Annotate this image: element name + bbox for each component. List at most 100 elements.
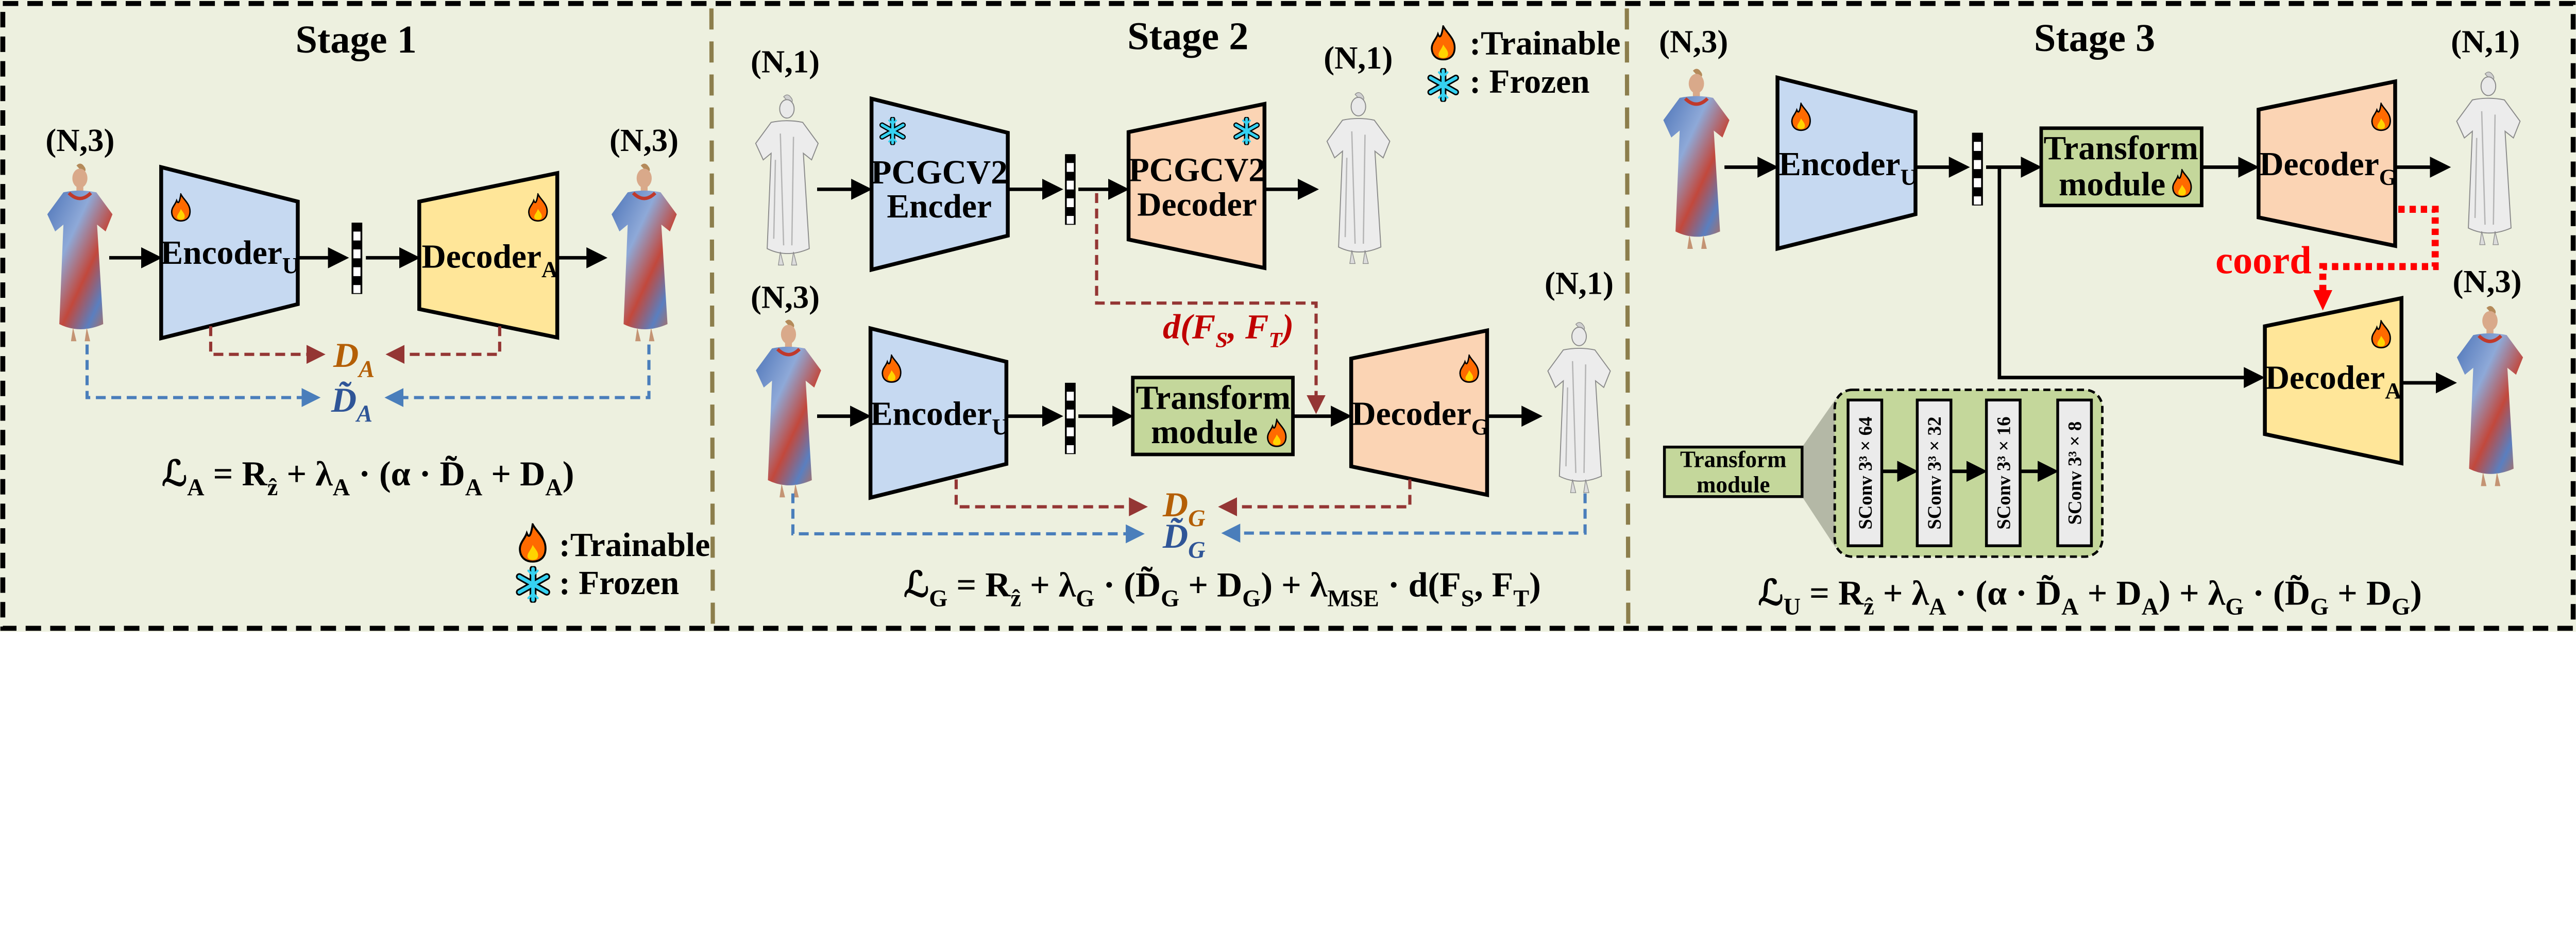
transform-module-small-box [1663,445,1804,498]
coord-dotted-arrow [2319,206,2439,292]
subscript: U [1784,594,1801,620]
stage-2-title: Stage 2 [1127,14,1248,58]
text-run: + D [1179,565,1242,604]
text-run: Decoder [421,238,541,275]
decoder-g-block [2257,79,2397,248]
legend-trainable-label: :Trainable [1469,25,1620,62]
decoder-g-label: DecoderG [1351,396,1489,440]
stage-3-loss-equation: ℒU = Rẑ + λA · (α · D̃A + DA) + λG · (D̃… [1758,574,2422,620]
legend-frozen-label: : Frozen [1469,63,1589,100]
training-pipeline-diagram: Stage 1 (N,3) EncoderU DecoderA (N,3) DA… [0,0,2576,632]
subscript: A [187,475,205,501]
feature-distance-label: d(FS, FT) [1163,307,1294,352]
stage-2-loss-equation: ℒG = Rẑ + λG · (D̃G + DG) + λMSE · d(FS,… [904,565,1541,612]
outer-dashed-border [0,1,2576,631]
sconv-layer-label: SConv 3³ × 8 [2064,422,2086,525]
subscript: G [2392,594,2410,620]
text-run: Decoder [2259,146,2379,183]
subscript: A [2061,594,2079,620]
pcgcv2-encoder-label-line1: PCGCV2 [871,154,1008,191]
encoder-u-label: EncoderU [1778,146,1917,190]
text-run: ) [563,454,574,493]
text-run: ) + λ [1261,565,1328,604]
encoder-u-block [159,164,300,341]
decoder-a-label: DecoderA [2265,359,2402,403]
text-run: Encoder [1778,146,1900,183]
subscript: U [282,252,299,278]
text-run: ℒ [162,454,187,493]
stage-3-panel: Stage 3 (N,3) EncoderU Transform module … [1659,16,2523,620]
subscript: G [2379,164,2397,190]
stage-2-panel: Stage 2 :Trainable : Frozen (N,1) PCGCV2… [751,14,1621,612]
pcgcv2-decoder-label-line2: Decoder [1137,186,1257,223]
pcgcv2-encoder-block [869,96,1010,273]
coord-label: coord [2215,238,2312,282]
input-shape-label: (N,3) [1659,24,1728,60]
loss-d-g-label: DG [1162,485,1206,532]
subscript: ẑ [1863,594,1874,620]
text-run: · (α · D̃ [350,454,465,493]
subscript: A [545,475,563,501]
pcgcv2-decoder-label-line1: PCGCV2 [1129,152,1265,189]
top-input-shape-label: (N,1) [751,43,820,79]
text-run: + D [2329,574,2392,613]
bottom-input-shape-label: (N,3) [751,279,820,315]
text-run: ℒ [1758,574,1784,613]
text-run: ) + λ [2159,574,2226,613]
text-run: , F [1475,565,1514,604]
text-run: = R [947,565,1011,604]
stage-divider-1-2 [709,8,715,624]
text-run: ) [2410,574,2422,613]
text-run: + λ [1874,574,1929,613]
zoom-connector [1802,399,1836,548]
text-run: · d(F [1379,565,1461,604]
decoder-a-block [2263,296,2403,466]
encoder-u-block [868,326,1009,500]
decoder-a-block [417,171,560,340]
encoder-u-label: EncoderU [161,234,299,278]
subscript: G [1161,585,1179,612]
canvas-background [0,0,2576,632]
loss-d-arrow-left [954,479,1148,516]
subscript: G [1076,585,1094,612]
sconv-layer-label: SConv 3³ × 16 [1993,417,2014,530]
text-run: = R [1801,574,1864,613]
subscript: G [1188,505,1205,532]
text-run: ℒ [904,565,929,604]
loss-d-tilde-arrow-left [85,344,321,407]
pcgcv2-decoder-block [1126,102,1267,271]
subscript: A [333,475,350,501]
subscript: A [541,257,558,282]
subscript: G [1188,537,1205,563]
decoder-g-label: DecoderG [2259,146,2397,190]
transform-module-label-line2: module [2059,166,2165,203]
text-run: d(F [1163,307,1215,346]
text-run: · (α · D̃ [1946,574,2062,613]
subscript: A [357,356,375,382]
sconv-layer-label: SConv 3³ × 64 [1855,417,1876,530]
stage-1-panel: Stage 1 (N,3) EncoderU DecoderA (N,3) DA… [45,18,710,602]
encoder-u-label: EncoderU [870,396,1008,440]
transform-module-label-line1: Transform [2043,130,2198,167]
stage-3-title: Stage 3 [2034,16,2155,60]
subscript: S [1215,328,1228,352]
latent-to-decoder-a-arrow [1997,167,2265,389]
decoder-g-block [1349,328,1489,497]
text-run: D [333,335,359,375]
text-run: + D [482,454,545,493]
loss-d-tilde-g-label: D̃G [1162,516,1206,563]
feature-distance-arrow [1095,193,1326,414]
loss-d-arrow-right [385,326,501,364]
transform-module-label-line1: Transform [1136,379,1291,416]
text-run: · (D̃ [1094,565,1161,604]
latent-code-bar [352,223,361,294]
transform-module-block [1131,376,1295,457]
subscript: U [1900,164,1917,190]
latent-code-bar [1973,133,1982,206]
text-run: , F [1227,307,1269,346]
subscript: A [355,401,372,427]
text-run: + λ [1021,565,1076,604]
loss-d-tilde-arrow-left [791,493,1145,544]
subscript: G [929,585,947,612]
text-run: D [1162,485,1188,524]
